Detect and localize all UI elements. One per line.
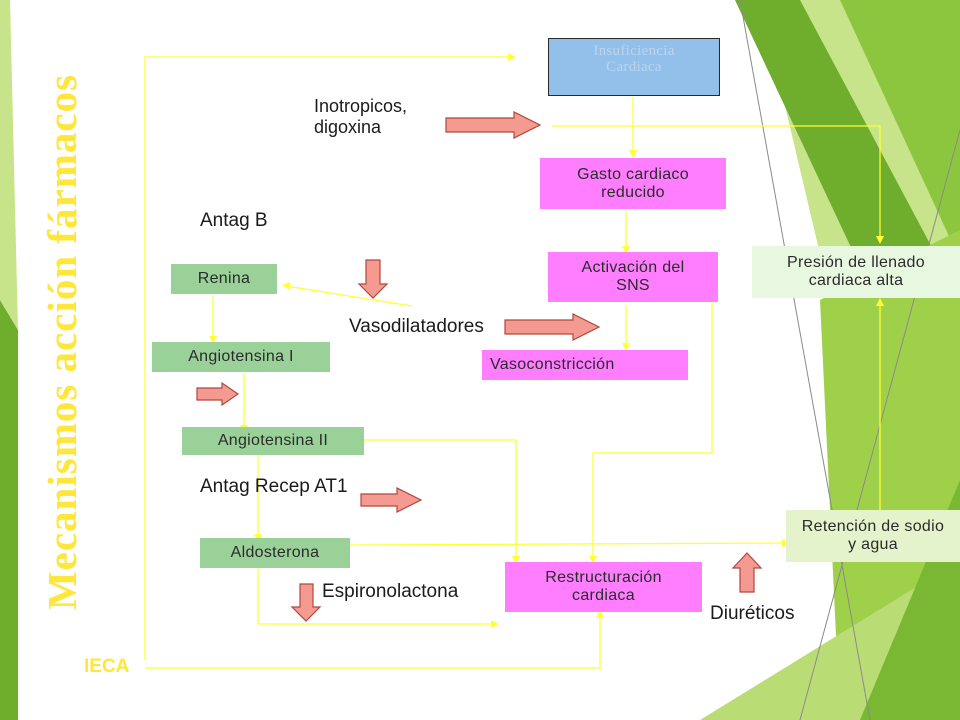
connector-ieca-bottom	[145, 616, 601, 669]
drug-label-inotropicos-2: digoxina	[314, 117, 382, 137]
arrowhead-espironolactona	[491, 620, 499, 628]
decor-panel-mid	[840, 0, 960, 260]
connector-vasodilatadores-renina	[285, 285, 413, 307]
node-aldosterona-label: Aldosterona	[230, 544, 320, 561]
node-gasto-label: Gasto cardiaco reducido	[577, 165, 689, 201]
node-presion-label: Presión de llenado cardiaca alta	[787, 254, 925, 289]
drug-label-ieca: IECA	[84, 656, 130, 677]
arrow-vasodilatadores	[504, 313, 601, 341]
connector-angio2-restructuracion	[364, 439, 517, 558]
connector-ieca-loop	[144, 56, 508, 660]
node-restructuracion: Restructuración cardiaca	[505, 562, 702, 612]
arrowhead-renina	[282, 282, 290, 290]
node-angiotensina-2: Angiotensina II	[182, 427, 364, 455]
decor-left-strip	[0, 0, 18, 720]
drug-label-antag-b: Antag B	[200, 210, 268, 231]
node-gasto-cardiaco: Gasto cardiaco reducido	[540, 158, 726, 209]
node-vasoconstriccion-label: Vasoconstricción	[490, 356, 615, 373]
arrowhead-insuficiencia	[508, 53, 516, 61]
arrow-espironolactona	[290, 583, 322, 622]
node-presion-llenado: Presión de llenado cardiaca alta	[752, 246, 960, 298]
node-retencion-label: Retención de sodio y agua	[801, 518, 945, 553]
decor-left-panel-light	[0, 0, 18, 330]
node-renina: Renina	[171, 264, 277, 294]
node-angiotensina1-label: Angiotensina I	[188, 348, 294, 365]
arrow-angiotensina	[196, 381, 240, 407]
connector-aldosterona-retencion	[349, 542, 786, 546]
node-retencion-sodio: Retención de sodio y agua	[786, 510, 960, 562]
node-renina-label: Renina	[197, 270, 251, 287]
arrow-diureticos	[731, 552, 763, 593]
arrowhead-presion	[876, 236, 884, 244]
connector-inotropic-presion	[552, 125, 881, 240]
diagram-title: Mecanismos acción fármacos	[39, 73, 85, 611]
node-aldosterona: Aldosterona	[200, 538, 350, 568]
node-angiotensina-1: Angiotensina I	[152, 342, 330, 372]
drug-label-vasodilatadores: Vasodilatadores	[349, 316, 484, 337]
drug-label-diureticos: Diuréticos	[710, 603, 795, 624]
arrowhead-presion-up	[876, 298, 884, 306]
arrowhead-sns	[622, 246, 630, 254]
node-sns-label: Activación del SNS	[581, 259, 685, 294]
arrow-inotropicos	[445, 111, 542, 139]
node-angiotensina2-label: Angiotensina II	[217, 432, 329, 449]
node-restructuracion-label: Restructuración cardiaca	[545, 569, 662, 604]
arrow-antag-b	[357, 259, 389, 299]
drug-label-antag-recep: Antag Recep AT1	[200, 476, 348, 497]
connectors	[144, 56, 881, 669]
arrow-antag-recep	[360, 487, 423, 513]
drug-label-espironolactona: Espironolactona	[322, 581, 459, 602]
drug-label-inotropicos-1: Inotropicos,	[314, 96, 408, 116]
arrowhead-gasto	[629, 150, 637, 158]
connector-sns-restructuracion	[592, 300, 713, 558]
node-insuficiencia-cardiaca: Insuficiencia Cardiaca	[548, 38, 720, 96]
drug-arrows	[196, 111, 763, 622]
arrowhead-ieca-bottom	[596, 610, 604, 618]
decor-thin-line-1	[739, 0, 871, 720]
connector-aldosterona-espironolactona	[257, 565, 493, 625]
arrowhead-angio1	[209, 336, 217, 344]
node-insuficiencia-label: Insuficiencia Cardiaca	[593, 43, 675, 75]
node-activacion-sns: Activación del SNS	[548, 252, 718, 302]
decor-left-panel-dark	[0, 300, 18, 720]
arrowhead-restructuracion-left	[512, 556, 520, 564]
arrowhead-vasoconstriccion	[622, 343, 630, 351]
connector-arrowheads	[209, 53, 884, 628]
node-vasoconstriccion: Vasoconstricción	[482, 350, 688, 380]
arrowhead-restructuracion-right	[589, 556, 597, 564]
